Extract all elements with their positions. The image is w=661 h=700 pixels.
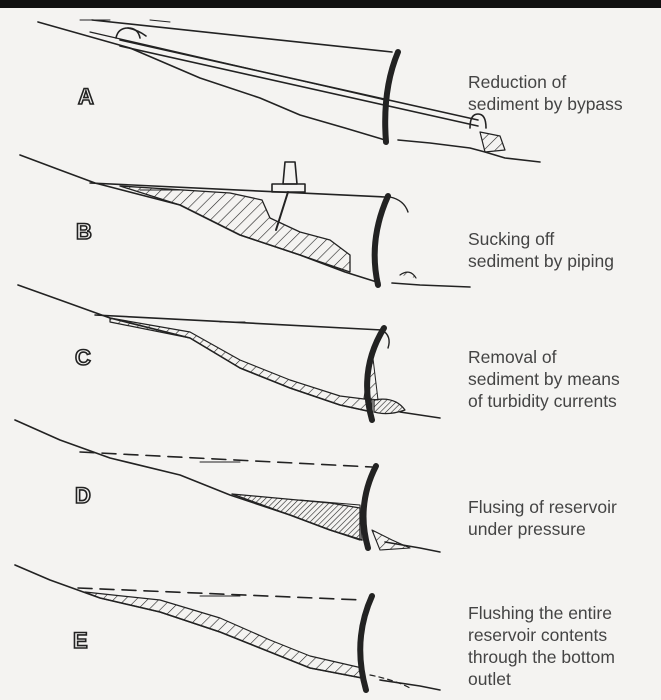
- panel-d-letter: D: [75, 483, 92, 509]
- panel-d-caption: Flusing of reservoir under pressure: [468, 496, 658, 540]
- panel-a-intake: [116, 28, 140, 38]
- panel-a-letter: A: [78, 84, 95, 110]
- caption-line: through the bottom: [468, 646, 658, 668]
- panel-c-downstream-terrain: [400, 412, 440, 418]
- panel-d-water-surface: [80, 452, 372, 467]
- panel-b-pipe-platform: [283, 162, 297, 184]
- caption-line: reservoir contents: [468, 624, 658, 646]
- panel-c-letter: C: [75, 345, 92, 371]
- panel-b-caption: Sucking off sediment by piping: [468, 228, 658, 272]
- panel-b-downstream-terrain: [392, 283, 470, 287]
- caption-line: Flushing the entire: [468, 602, 658, 624]
- caption-line: Removal of: [468, 346, 658, 368]
- caption-line: sediment by piping: [468, 250, 658, 272]
- panel-b-dam: [375, 196, 388, 285]
- panel-b-letter: B: [76, 219, 93, 245]
- panel-a-dam: [385, 52, 398, 142]
- panel-e-dam: [360, 596, 372, 690]
- caption-line: sediment by means: [468, 368, 658, 390]
- panel-d-sediment-wedge: [232, 494, 360, 540]
- panel-c-turbidity-current: [110, 318, 372, 412]
- caption-line: Sucking off: [468, 228, 658, 250]
- panel-a-downstream-deposit: [480, 132, 505, 152]
- panel-a-drawing: [38, 20, 540, 162]
- panel-a-downstream-terrain: [398, 140, 540, 162]
- panel-a-water-surface: [92, 20, 392, 52]
- caption-line: of turbidity currents: [468, 390, 658, 412]
- panel-e-downstream-terrain: [380, 680, 440, 690]
- caption-line: outlet: [468, 668, 658, 690]
- caption-line: Flusing of reservoir: [468, 496, 658, 518]
- panel-e-caption: Flushing the entire reservoir contents t…: [468, 602, 658, 690]
- caption-line: under pressure: [468, 518, 658, 540]
- caption-line: Reduction of: [468, 71, 658, 93]
- caption-line: sediment by bypass: [468, 93, 658, 115]
- panel-c-caption: Removal of sediment by means of turbidit…: [468, 346, 658, 412]
- panel-e-letter: E: [73, 628, 89, 654]
- panel-a-terrain: [38, 22, 385, 140]
- panel-a-caption: Reduction of sediment by bypass: [468, 71, 658, 115]
